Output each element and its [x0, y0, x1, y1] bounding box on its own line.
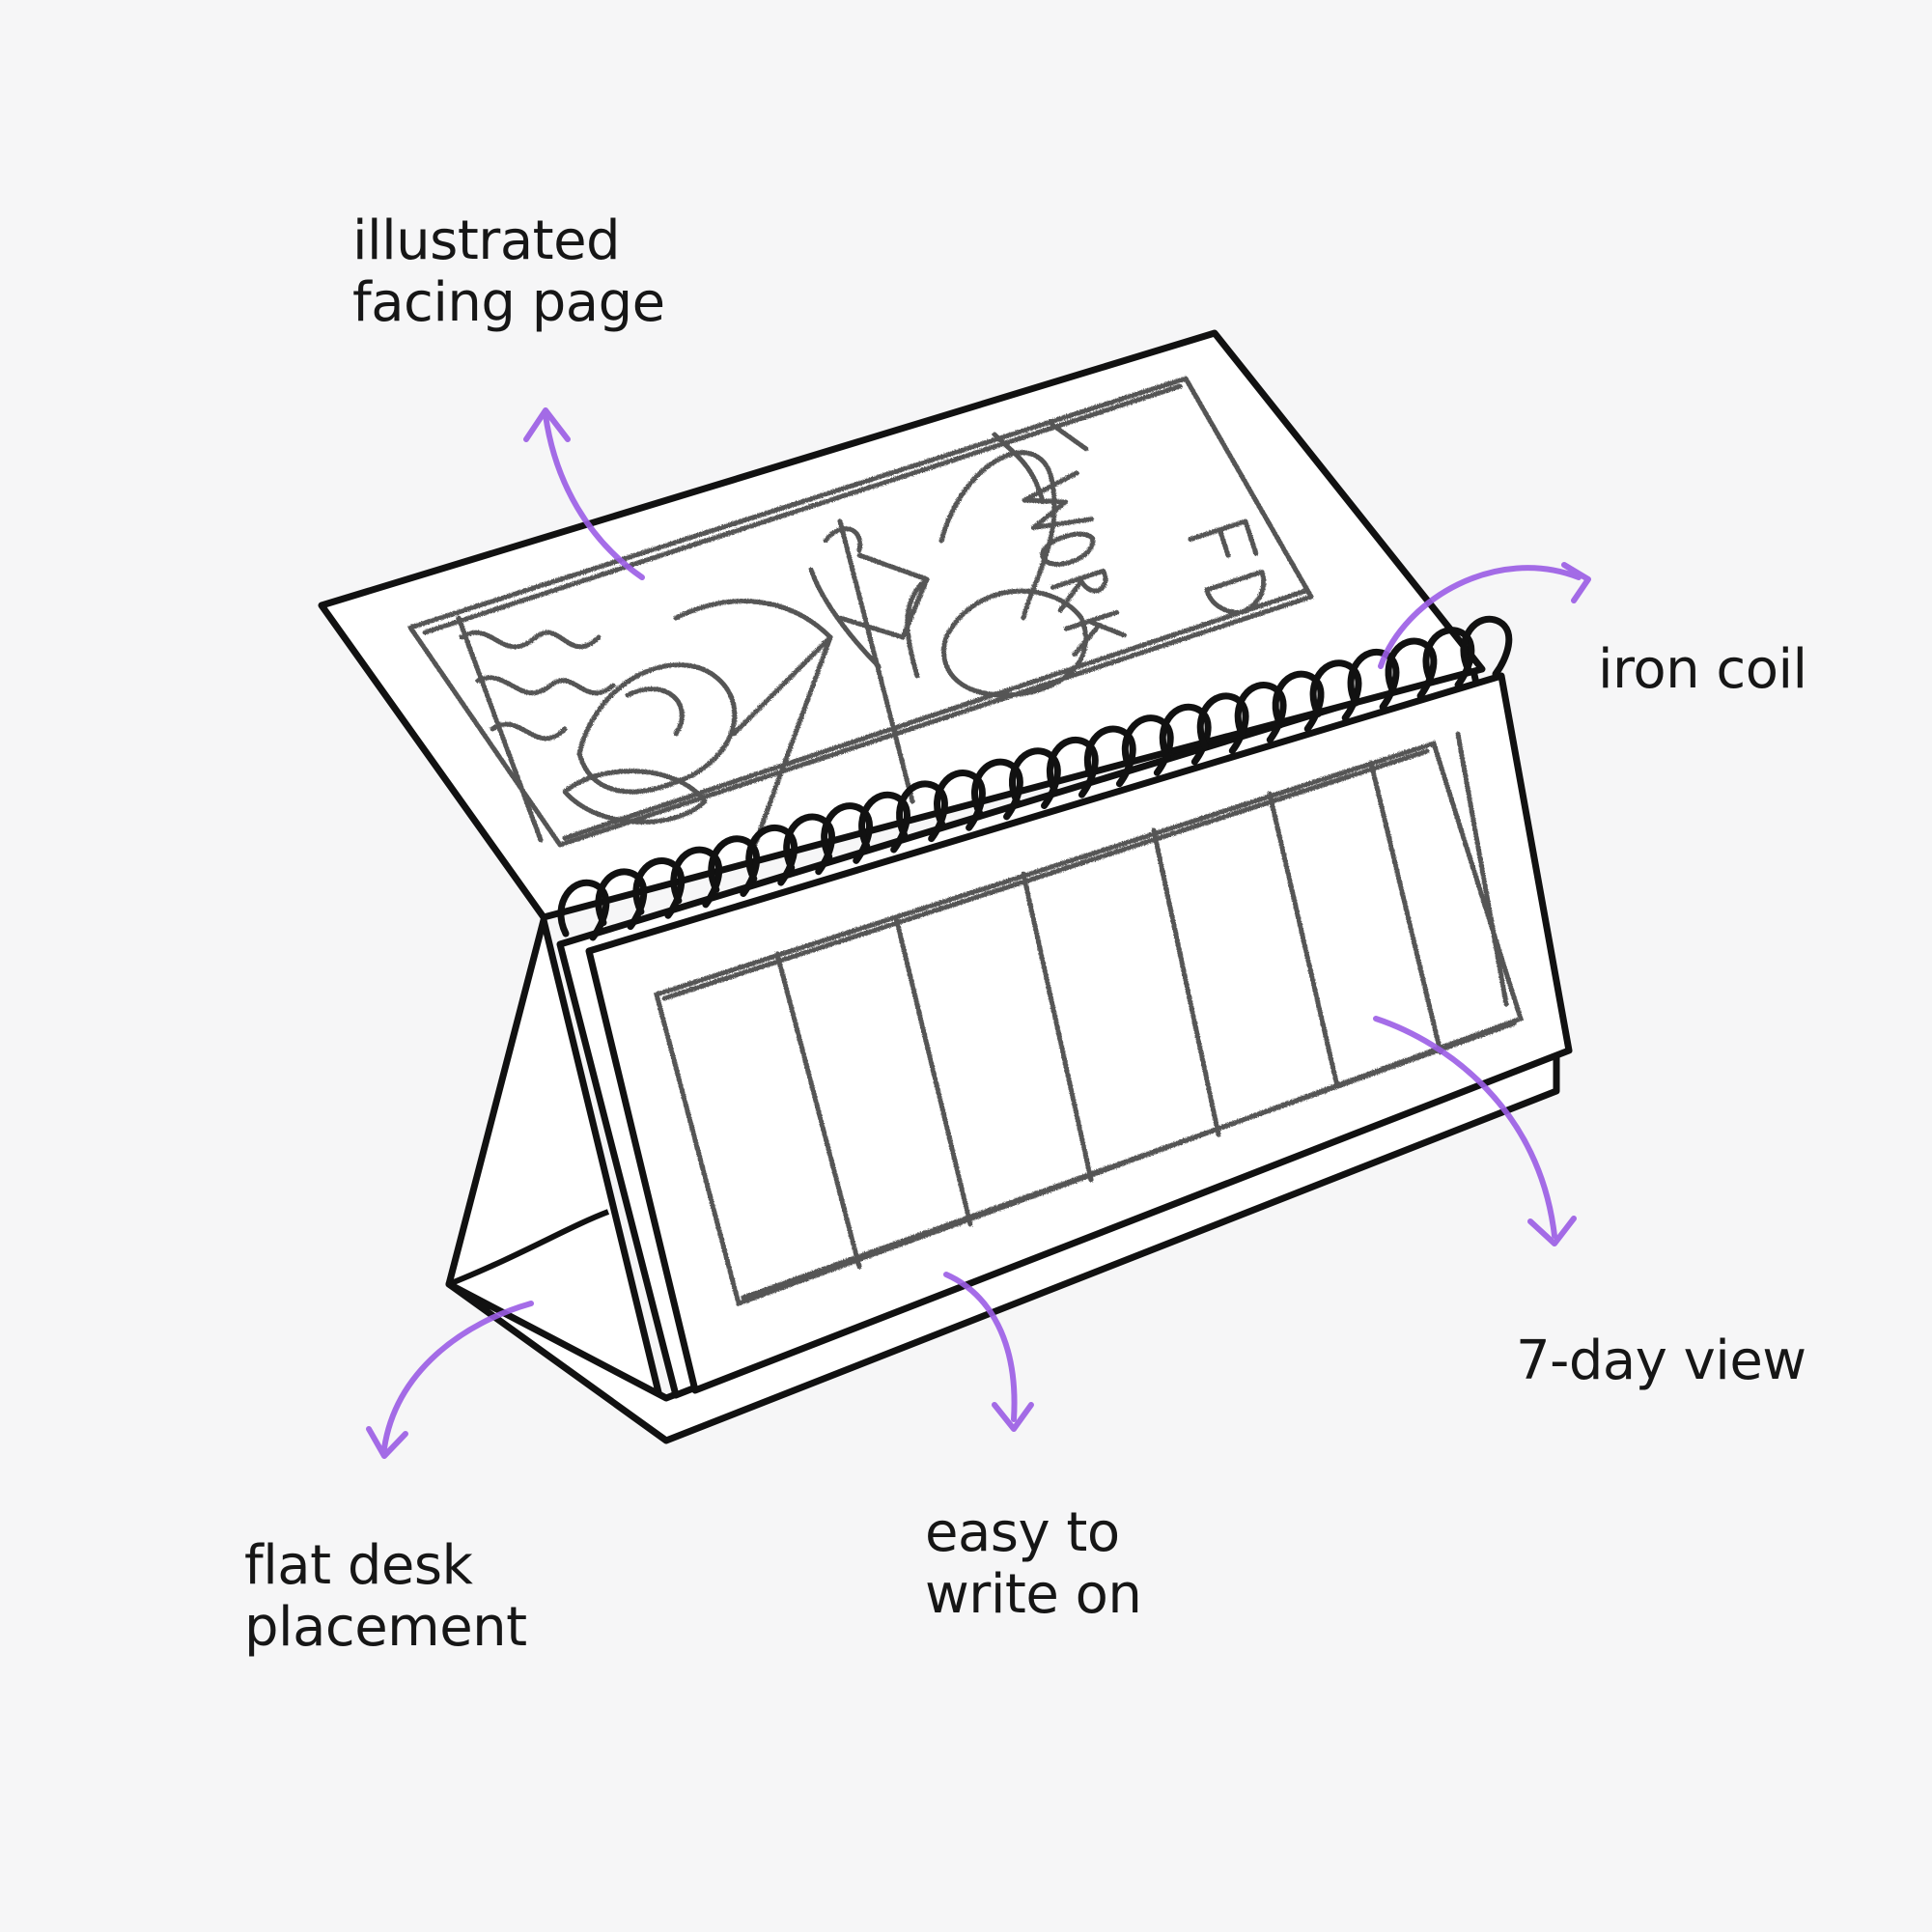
callout-line: iron coil: [1598, 638, 1807, 701]
arrow-easy-write: [943, 1272, 1034, 1432]
callout-easy-to-write-on: easy to write on: [925, 1501, 1142, 1626]
week-grid-sketch: [653, 731, 1525, 1307]
callout-iron-coil: iron coil: [1598, 639, 1807, 701]
callout-flat-desk-placement: flat desk placement: [244, 1535, 527, 1659]
arrow-illustrated: [523, 407, 645, 580]
callout-line: easy to: [925, 1501, 1120, 1564]
callout-arrows: [366, 407, 1591, 1459]
callout-line: placement: [244, 1596, 527, 1659]
stand-base: [445, 1050, 1560, 1444]
callout-seven-day-view: 7-day view: [1516, 1330, 1806, 1392]
front-pad-page: [585, 672, 1573, 1394]
callout-illustrated-facing-page: illustrated facing page: [352, 210, 665, 334]
coil-loop: [1460, 615, 1513, 678]
arrow-seven-day: [1373, 1016, 1577, 1246]
callout-line: illustrated: [352, 210, 621, 272]
callout-line: facing page: [352, 271, 665, 334]
callout-line: flat desk: [244, 1534, 473, 1597]
arrow-iron-coil: [1378, 562, 1591, 669]
callout-line: write on: [925, 1563, 1142, 1626]
stand-floor-fold: [447, 1209, 610, 1287]
facing-page-illustration: [407, 376, 1314, 853]
arrow-flat-desk: [366, 1301, 534, 1459]
callout-line: 7-day view: [1516, 1330, 1806, 1392]
